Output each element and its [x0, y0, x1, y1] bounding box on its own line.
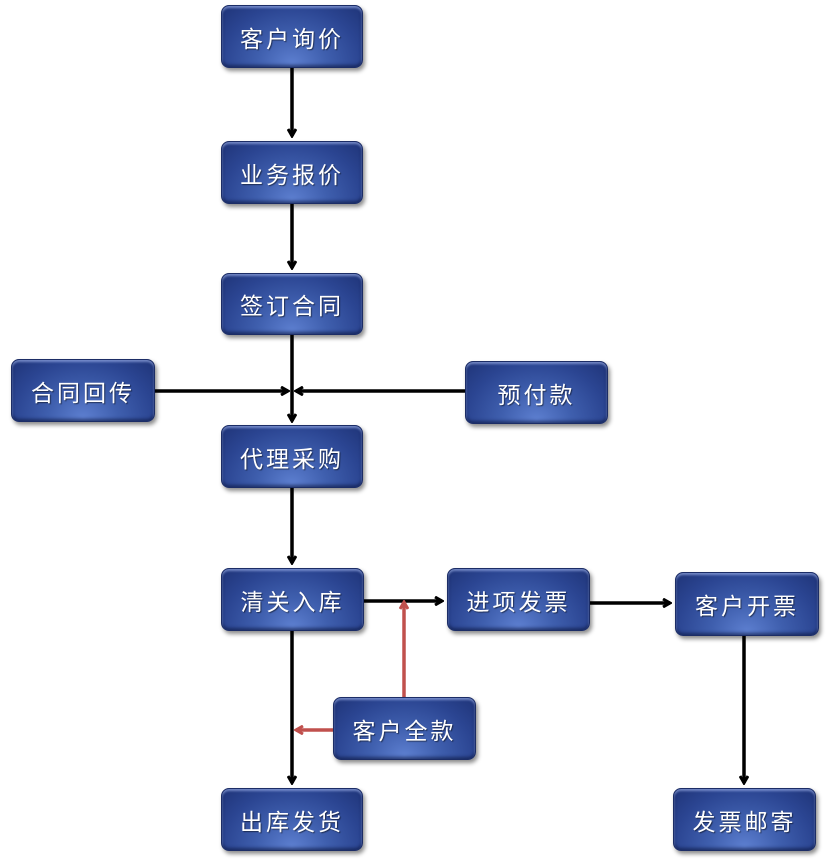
node-contract-return: 合同回传	[11, 359, 155, 422]
node-customer-inquiry: 客户询价	[221, 5, 363, 68]
node-customer-full-payment: 客户全款	[333, 697, 476, 760]
node-outbound-shipping: 出库发货	[221, 788, 363, 851]
node-invoice-mailing: 发票邮寄	[673, 788, 816, 851]
node-agent-purchase: 代理采购	[221, 425, 363, 488]
node-customer-invoicing: 客户开票	[675, 572, 819, 636]
node-input-invoice: 进项发票	[447, 568, 590, 631]
node-sign-contract: 签订合同	[221, 273, 363, 335]
node-prepayment: 预付款	[465, 361, 608, 424]
node-business-quote: 业务报价	[221, 141, 363, 204]
node-customs-warehousing: 清关入库	[221, 568, 364, 631]
